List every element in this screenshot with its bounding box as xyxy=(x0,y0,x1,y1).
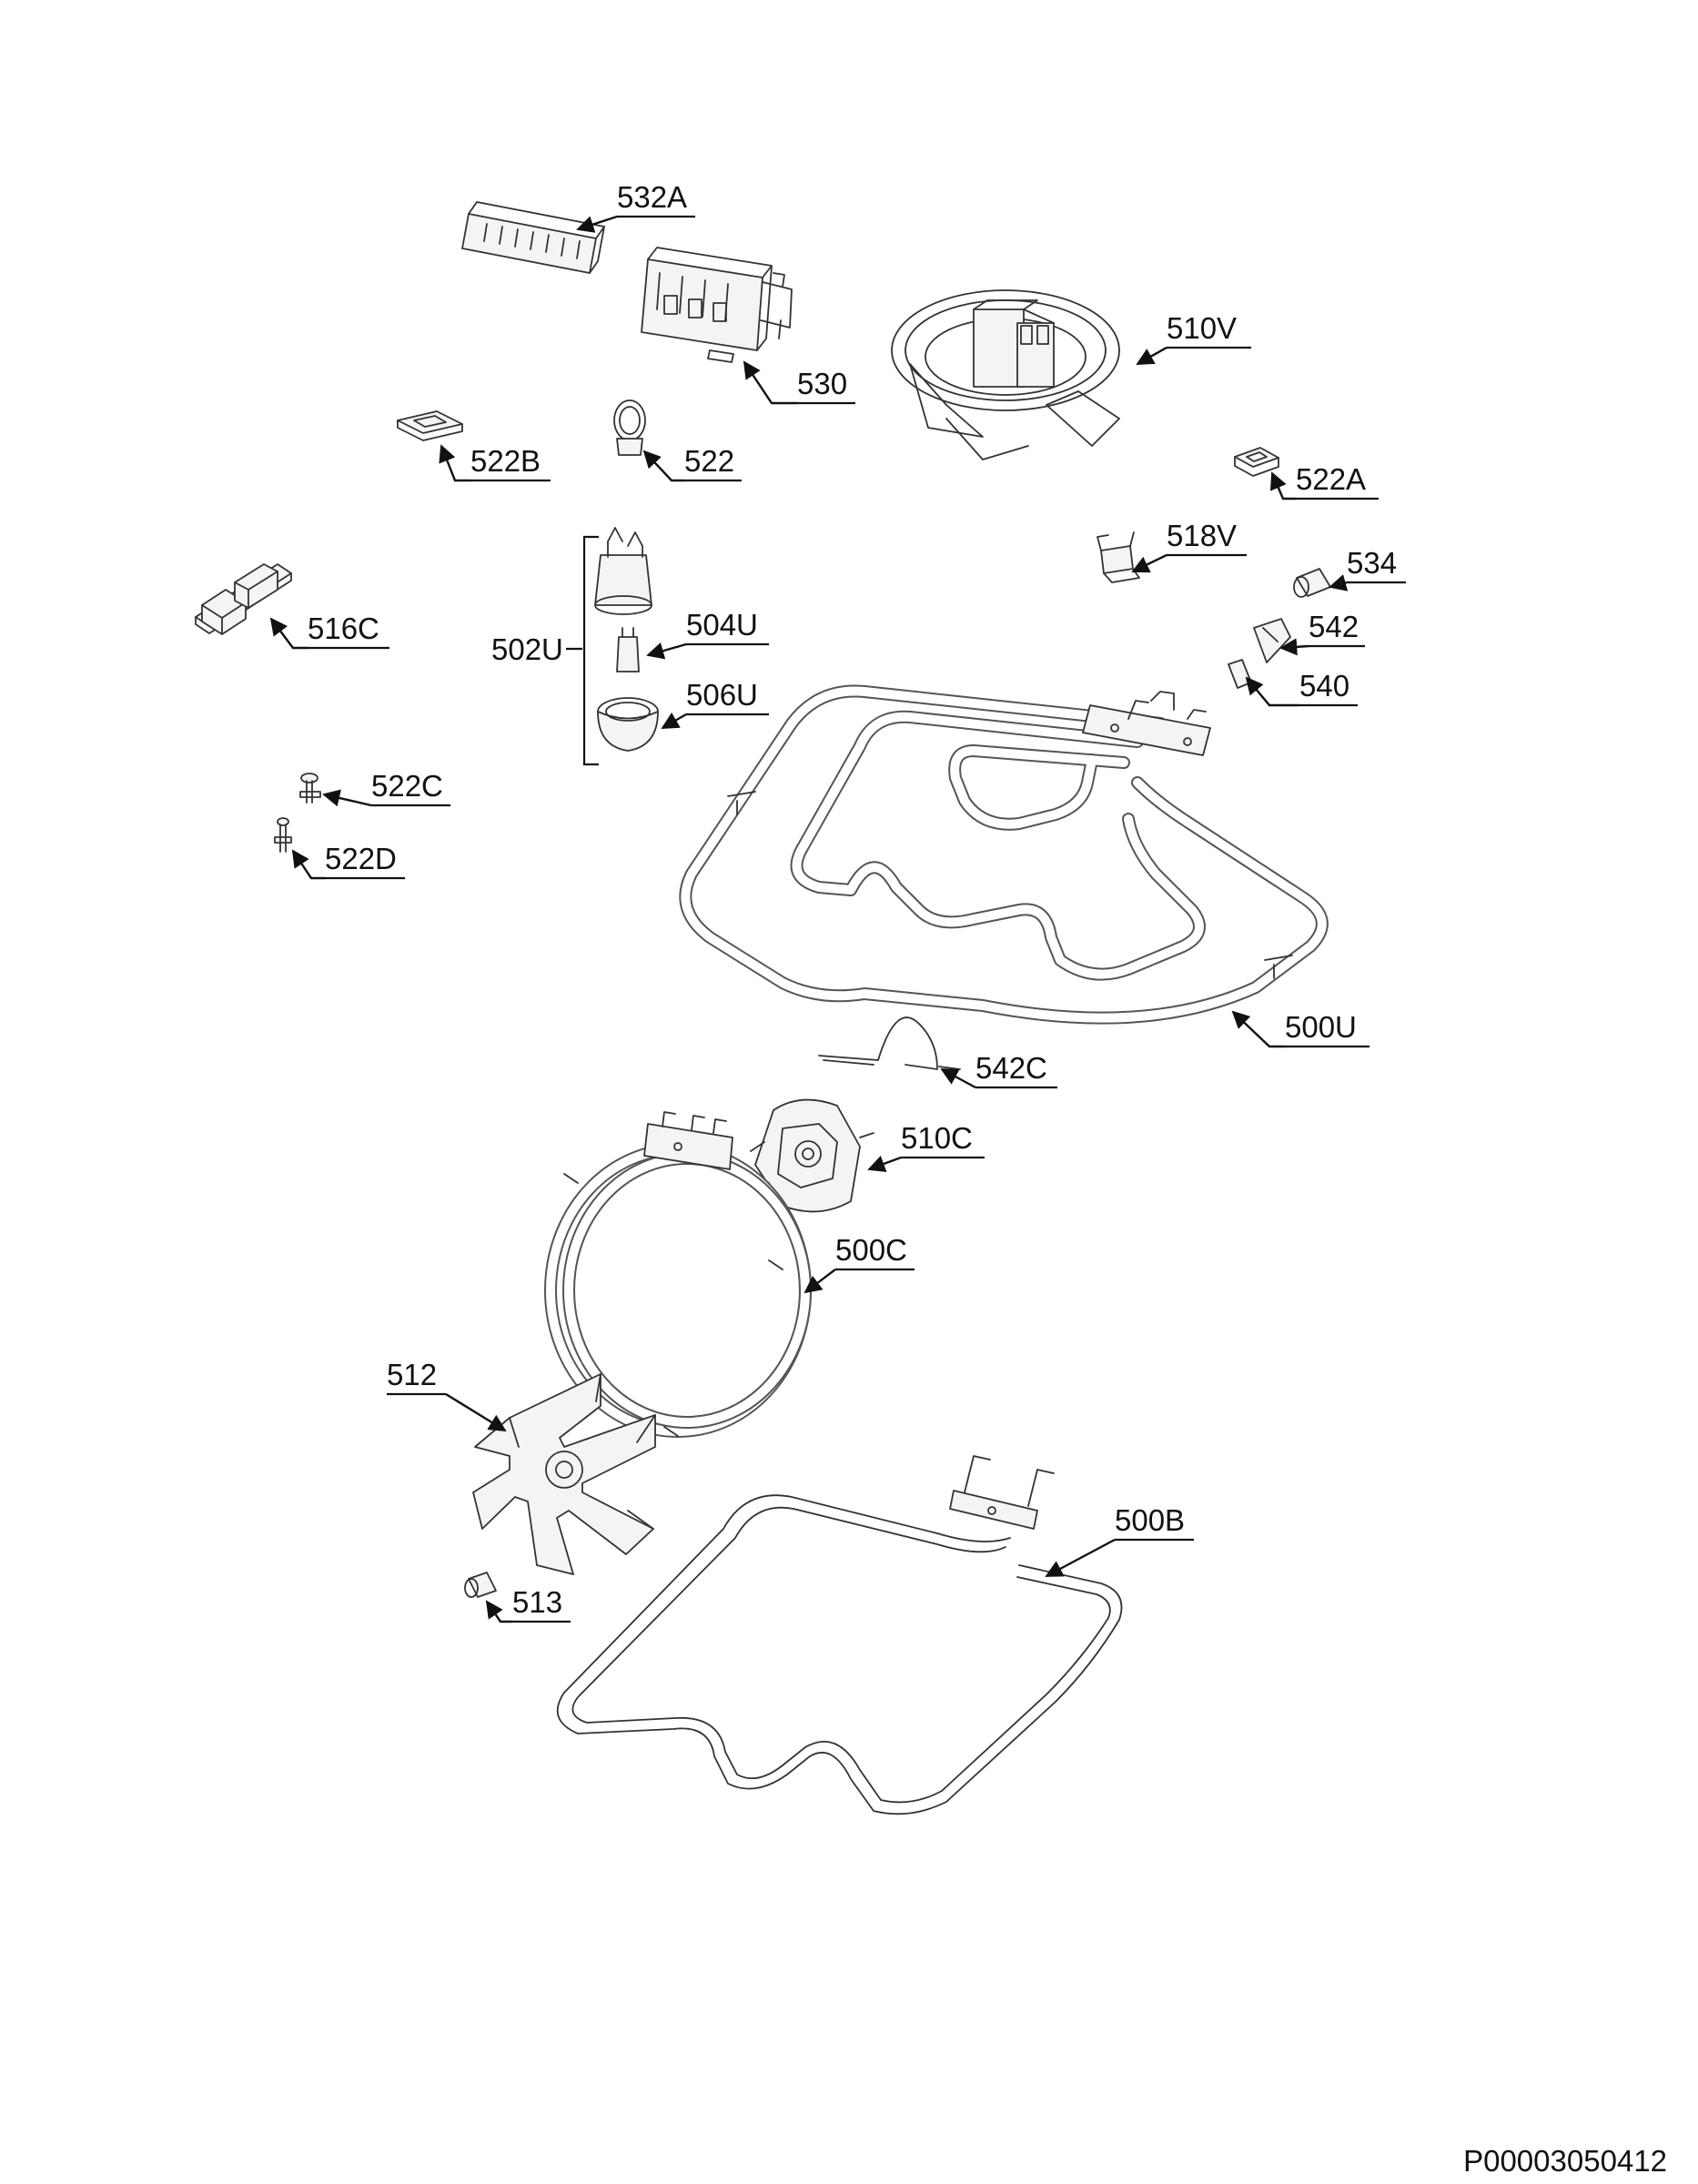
callout-522C: 522C xyxy=(322,769,450,807)
callout-516C: 516C xyxy=(269,612,389,650)
document-id: P00003050412 xyxy=(1463,2144,1667,2178)
callout-label: 518V xyxy=(1167,519,1237,552)
callout-504U: 504U xyxy=(646,608,769,660)
callout-500C: 500C xyxy=(804,1233,915,1294)
callout-label: 522 xyxy=(684,444,734,478)
callout-label: 510V xyxy=(1167,311,1237,345)
callout-542: 542 xyxy=(1279,610,1365,656)
part-506U-lamp-cover xyxy=(597,697,659,752)
callout-534: 534 xyxy=(1329,546,1406,592)
part-502U-lamp-housing xyxy=(594,527,652,615)
callout-532A: 532A xyxy=(576,180,695,233)
callouts: 532A 530 510V 522B 522 522A xyxy=(269,180,1406,1623)
part-522A-clip xyxy=(1234,447,1279,477)
part-542-lens xyxy=(1253,618,1291,663)
callout-label: 530 xyxy=(797,367,847,400)
group-label: 502U xyxy=(491,632,563,666)
callout-500B: 500B xyxy=(1045,1503,1194,1578)
part-510V-fan-motor xyxy=(891,289,1120,460)
callout-512: 512 xyxy=(387,1358,507,1432)
part-540-lamp xyxy=(1228,659,1252,689)
callout-label: 522B xyxy=(470,444,541,478)
callout-label: 510C xyxy=(901,1121,973,1155)
callout-518V: 518V xyxy=(1131,519,1247,573)
callout-540: 540 xyxy=(1245,669,1358,707)
callout-513: 513 xyxy=(485,1585,571,1623)
part-522C-screw xyxy=(299,773,321,804)
part-522B-bracket xyxy=(397,410,463,441)
callout-label: 504U xyxy=(686,608,758,642)
callout-522B: 522B xyxy=(439,444,551,482)
callout-label: 516C xyxy=(308,612,379,645)
callout-label: 532A xyxy=(617,180,687,214)
callout-542C: 542C xyxy=(940,1051,1057,1089)
part-522D-screw xyxy=(274,817,292,853)
part-510C-fan-motor xyxy=(750,1098,874,1213)
part-542C-clip xyxy=(818,1016,961,1070)
callout-label: 506U xyxy=(686,678,758,712)
callout-label: 500C xyxy=(835,1233,907,1267)
callout-label: 542 xyxy=(1309,610,1359,643)
part-534-knob xyxy=(1293,568,1331,598)
callout-506U: 506U xyxy=(661,678,769,730)
part-530-terminal-block xyxy=(641,247,793,363)
part-504U-bulb-holder xyxy=(616,627,640,672)
callout-label: 534 xyxy=(1347,546,1397,580)
callout-502U-group: 502U xyxy=(491,535,599,766)
part-522-thermostat xyxy=(613,399,646,456)
callout-label: 542C xyxy=(975,1051,1047,1085)
part-513-nut xyxy=(464,1572,497,1598)
callout-label: 500U xyxy=(1285,1010,1357,1044)
callout-510C: 510C xyxy=(867,1121,985,1172)
callout-label: 522C xyxy=(371,769,443,803)
callout-label: 522D xyxy=(325,842,397,875)
callout-522D: 522D xyxy=(291,842,405,880)
callout-522A: 522A xyxy=(1269,462,1379,500)
part-532A-terminal-strip xyxy=(461,201,605,274)
callout-label: 500B xyxy=(1115,1503,1185,1537)
callout-510V: 510V xyxy=(1136,311,1251,366)
callout-label: 512 xyxy=(387,1358,437,1391)
part-516C-control-module xyxy=(195,563,292,635)
callout-label: 513 xyxy=(512,1585,562,1619)
part-512-fan-blade xyxy=(472,1373,656,1575)
callout-label: 522A xyxy=(1296,462,1366,496)
callout-label: 540 xyxy=(1299,669,1349,703)
callout-500U: 500U xyxy=(1231,1010,1370,1048)
part-500B-bottom-element xyxy=(556,1455,1123,1815)
part-518V-switch xyxy=(1097,531,1140,583)
callout-522: 522 xyxy=(642,444,742,482)
callout-530: 530 xyxy=(743,360,855,405)
part-500U-grill-element xyxy=(679,684,1329,1025)
